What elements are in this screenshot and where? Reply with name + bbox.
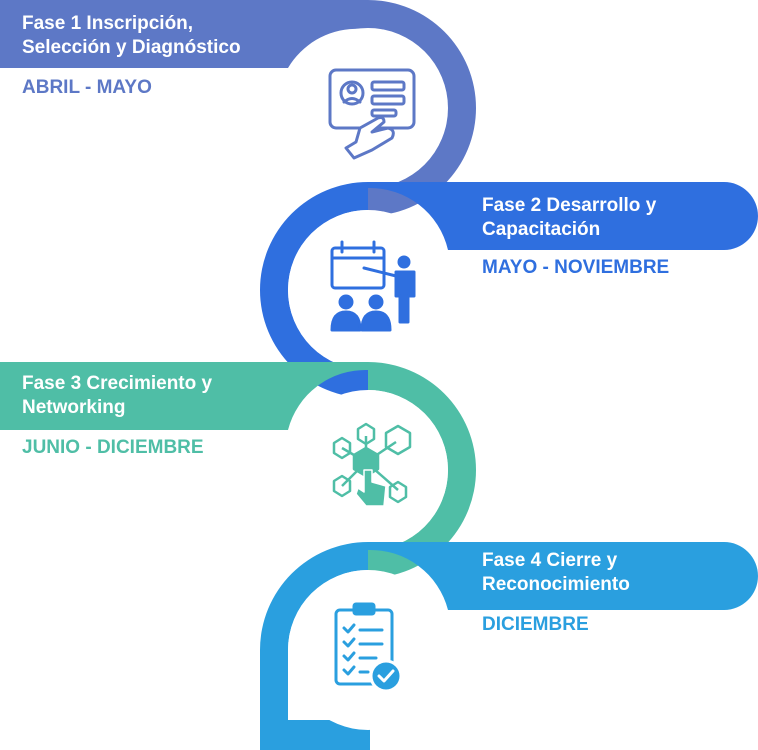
- phase-4: Fase 4 Cierre y Reconocimiento DICIEMBRE: [260, 542, 758, 750]
- phase-3-banner: [0, 362, 368, 430]
- phase-4-banner: [368, 542, 758, 610]
- phase-2-banner: [368, 182, 758, 250]
- phase-3-curve: [368, 362, 476, 578]
- phase-4-title-line1: Fase 4 Cierre y: [482, 550, 618, 571]
- phase-3: Fase 3 Crecimiento y Networking JUNIO - …: [0, 362, 476, 578]
- phase-2-title-line2: Capacitación: [482, 219, 600, 240]
- phase-3-title-line1: Fase 3 Crecimiento y: [22, 373, 213, 394]
- training-presentation-icon: [330, 240, 416, 332]
- phase-2-date: MAYO - NOVIEMBRE: [482, 257, 669, 278]
- phase-1-icon-circle: [288, 28, 448, 188]
- phase-3-date: JUNIO - DICIEMBRE: [22, 437, 204, 458]
- phase-1-banner: [0, 0, 476, 216]
- phase-3-title-line2: Networking: [22, 397, 125, 418]
- phase-4-curve: [260, 542, 370, 750]
- phase-4-title-line2: Reconocimiento: [482, 574, 630, 595]
- phase-1-title-line2: Selección y Diagnóstico: [22, 37, 241, 58]
- network-hexagons-icon: [332, 422, 412, 507]
- id-card-touch-icon: [328, 68, 416, 160]
- phase-4-date: DICIEMBRE: [482, 614, 589, 635]
- checklist-clipboard-icon: [334, 602, 403, 693]
- phase-2-icon-circle: [288, 210, 448, 370]
- phase-2: Fase 2 Desarrollo y Capacitación MAYO - …: [260, 182, 758, 398]
- phase-4-icon-circle: [288, 570, 448, 730]
- phase-1: Fase 1 Inscripción, Selección y Diagnóst…: [0, 0, 476, 216]
- phase-1-title-line1: Fase 1 Inscripción,: [22, 13, 193, 34]
- phase-2-title-line1: Fase 2 Desarrollo y: [482, 195, 657, 216]
- phase-2-curve: [260, 182, 368, 398]
- phase-1-date: ABRIL - MAYO: [22, 77, 152, 98]
